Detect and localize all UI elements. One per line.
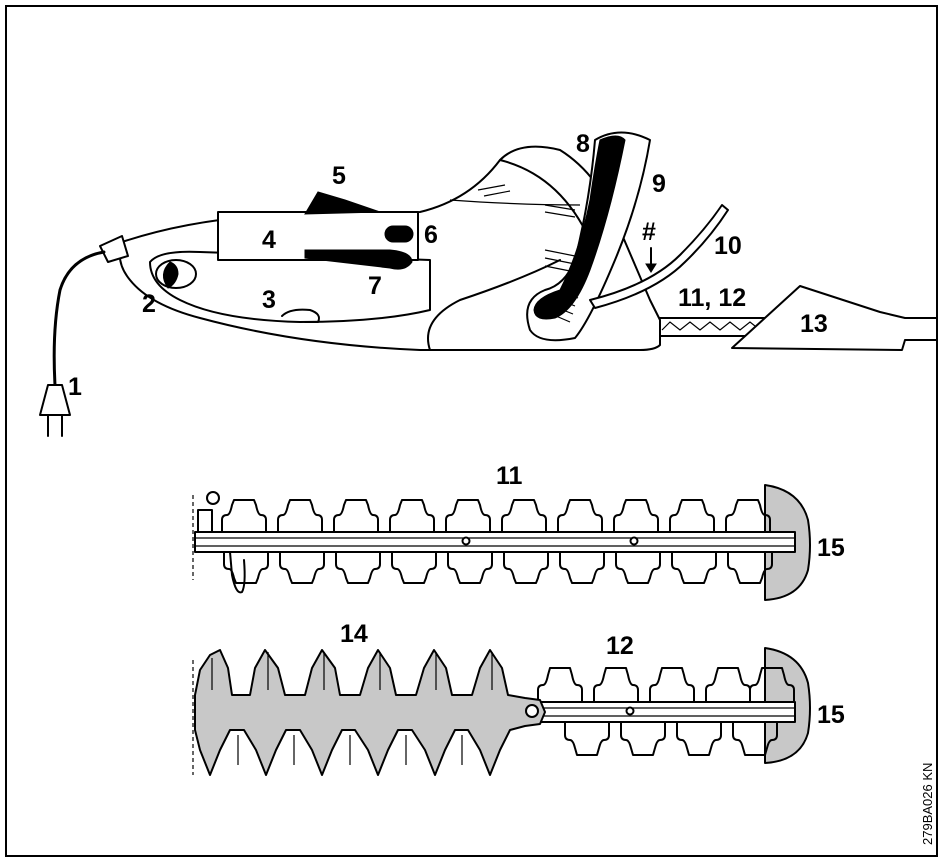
label-blade1: 11	[496, 462, 523, 490]
label-13: 13	[800, 310, 828, 338]
cord-retainer-hook	[281, 308, 320, 323]
switch-lever-top[interactable]	[304, 191, 381, 215]
label-9: 9	[652, 170, 666, 198]
release-button[interactable]	[384, 225, 414, 243]
label-1: 1	[68, 373, 82, 401]
label-2: 2	[142, 290, 156, 318]
rear-handle-panel	[149, 250, 431, 323]
label-hash: #	[642, 218, 656, 246]
figure-code: 279BA026 KN	[920, 763, 935, 845]
label-11-12: 11, 12	[678, 284, 746, 312]
label-4: 4	[262, 226, 276, 254]
cutter-blade-12-14	[192, 647, 811, 776]
blade-shaded-section	[194, 649, 546, 776]
label-blade1-end: 15	[817, 534, 845, 562]
cord-strain-relief	[99, 235, 129, 263]
power-plug	[39, 384, 71, 437]
label-blade2-end: 15	[817, 701, 845, 729]
blade-guard	[731, 285, 938, 351]
label-3: 3	[262, 286, 276, 314]
marker-arrow	[645, 247, 657, 273]
trigger-switch[interactable]	[304, 249, 413, 270]
front-handle[interactable]	[526, 131, 651, 342]
label-blade2-left: 14	[340, 620, 368, 648]
cutter-blade-11	[192, 484, 811, 601]
power-cord	[52, 250, 106, 387]
hand-guard	[589, 204, 729, 309]
label-10: 10	[714, 232, 742, 260]
switch-lock-button[interactable]	[155, 259, 197, 289]
label-6: 6	[424, 221, 438, 249]
hedge-trimmer	[39, 131, 938, 437]
label-8: 8	[576, 130, 590, 158]
label-5: 5	[332, 162, 346, 190]
label-blade2-right: 12	[606, 632, 634, 660]
label-7: 7	[368, 272, 382, 300]
